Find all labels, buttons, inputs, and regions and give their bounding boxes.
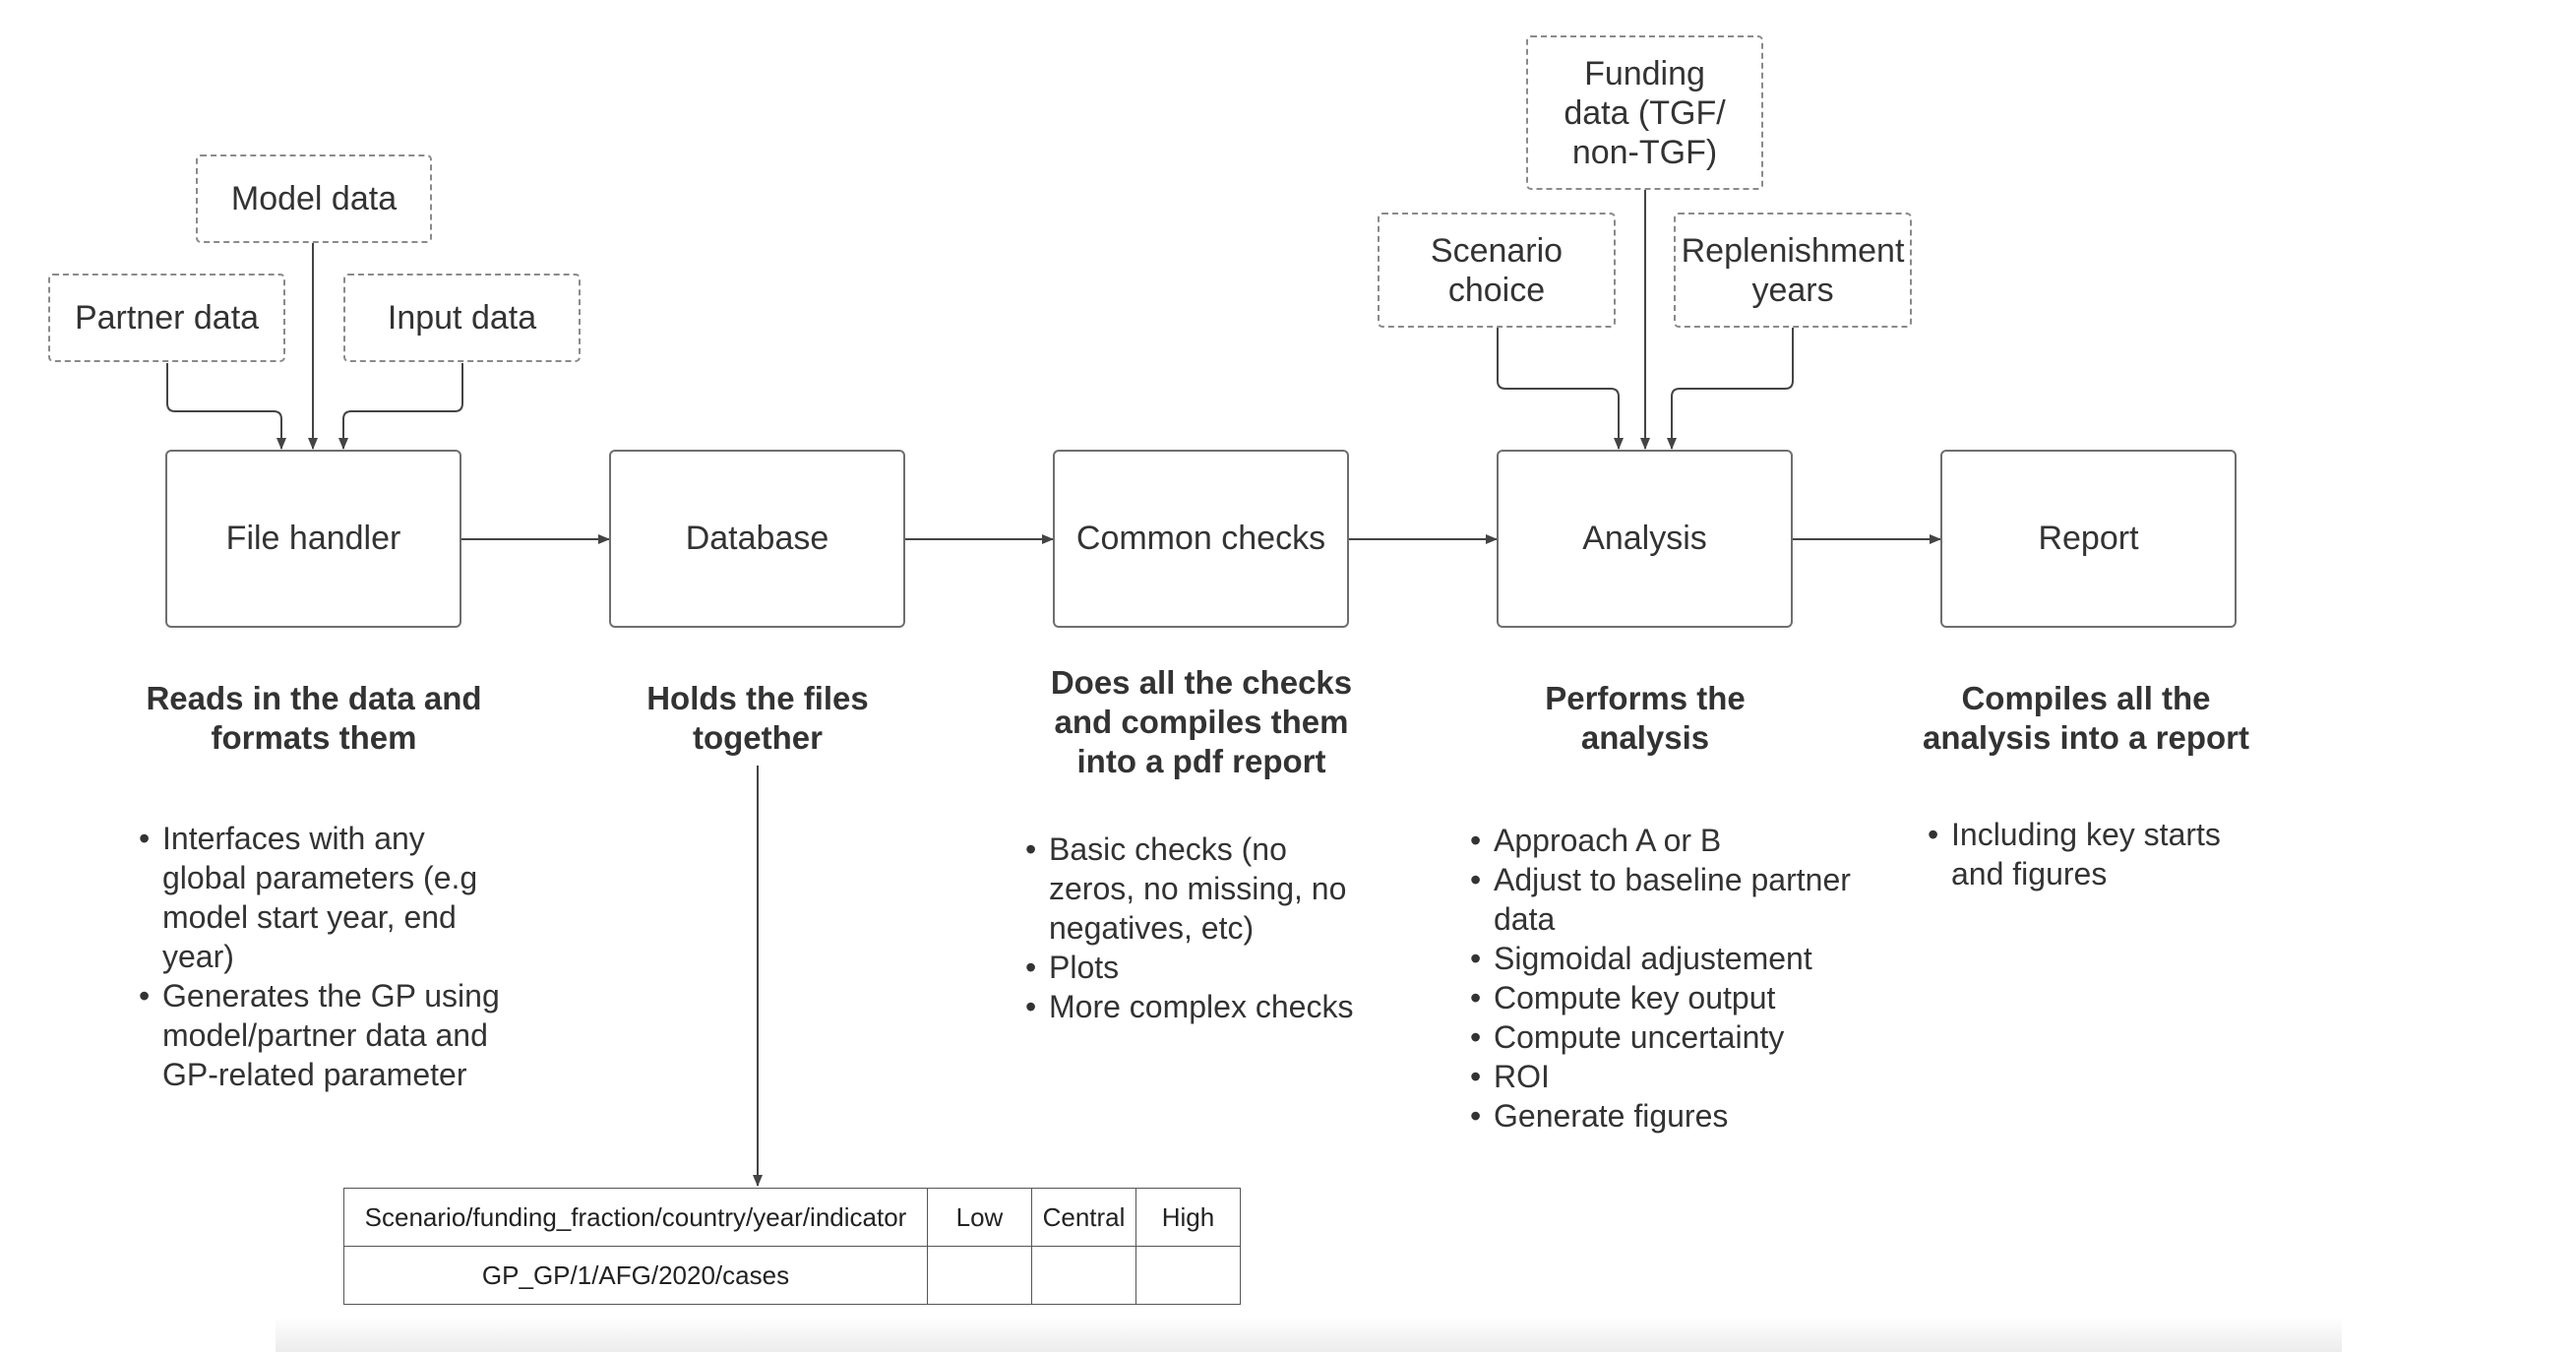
- database-box: Database: [609, 450, 905, 628]
- table-header-cell: Low: [927, 1188, 1032, 1247]
- table-header-cell: High: [1135, 1188, 1241, 1247]
- report-bullets: Including key starts and figures: [1928, 815, 2242, 893]
- report-heading: Compiles all the analysis into a report: [1923, 680, 2249, 756]
- table-cell: [927, 1246, 1032, 1305]
- input-data-label: Input data: [387, 299, 537, 337]
- model-data-label: Model data: [230, 180, 398, 217]
- table-header-cell: Scenario/funding_fraction/country/year/i…: [343, 1188, 928, 1247]
- file-handler-bullets: Interfaces with any global parameters (e…: [139, 819, 513, 1094]
- list-item: Plots: [1025, 948, 1370, 987]
- list-item: Including key starts and figures: [1928, 815, 2242, 893]
- list-item: Generates the GP using model/partner dat…: [139, 976, 513, 1094]
- list-item: More complex checks: [1025, 987, 1370, 1026]
- table-cell: GP_GP/1/AFG/2020/cases: [343, 1246, 928, 1305]
- analysis-bullets: Approach A or B Adjust to baseline partn…: [1470, 821, 1864, 1136]
- funding-data-input-box: Funding data (TGF/ non-TGF): [1526, 35, 1763, 190]
- list-item: Compute key output: [1470, 978, 1864, 1017]
- list-item: Generate figures: [1470, 1096, 1864, 1136]
- database-heading: Holds the files together: [646, 680, 869, 756]
- replenishment-years-input-box: Replenishment years: [1674, 213, 1912, 328]
- file-handler-label: File handler: [225, 520, 401, 557]
- model-data-input-box: Model data: [196, 154, 432, 243]
- analysis-box: Analysis: [1497, 450, 1793, 628]
- common-checks-label: Common checks: [1075, 520, 1326, 557]
- database-index-table: Scenario/funding_fraction/country/year/i…: [343, 1188, 1241, 1305]
- partner-data-label: Partner data: [74, 299, 260, 337]
- table-row: GP_GP/1/AFG/2020/cases: [343, 1246, 1241, 1305]
- analysis-label: Analysis: [1582, 520, 1707, 557]
- partner-data-input-box: Partner data: [48, 274, 285, 362]
- database-label: Database: [685, 520, 829, 557]
- table-cell: [1135, 1246, 1241, 1305]
- scenario-choice-label: Scenario choice: [1430, 231, 1564, 309]
- connector-replenishment-to-analysis: [1667, 328, 1794, 450]
- list-item: ROI: [1470, 1057, 1864, 1096]
- funding-data-label: Funding data (TGF/ non-TGF): [1564, 54, 1726, 171]
- list-item: Compute uncertainty: [1470, 1017, 1864, 1057]
- connector-scenario-to-analysis: [1497, 328, 1624, 450]
- common-checks-bullets: Basic checks (no zeros, no missing, no n…: [1025, 830, 1370, 1026]
- connector-input-to-file-handler: [338, 363, 463, 450]
- scenario-choice-input-box: Scenario choice: [1378, 213, 1616, 328]
- table-header-cell: Central: [1031, 1188, 1136, 1247]
- file-handler-heading: Reads in the data and formats them: [146, 680, 482, 756]
- common-checks-box: Common checks: [1053, 450, 1349, 628]
- bottom-shadow: [276, 1317, 2342, 1352]
- file-handler-box: File handler: [165, 450, 461, 628]
- connector-partner-to-file-handler: [166, 363, 286, 450]
- analysis-heading: Performs the analysis: [1545, 680, 1746, 756]
- table-header-row: Scenario/funding_fraction/country/year/i…: [343, 1188, 1241, 1247]
- list-item: Basic checks (no zeros, no missing, no n…: [1025, 830, 1370, 948]
- list-item: Sigmoidal adjustement: [1470, 939, 1864, 978]
- input-data-input-box: Input data: [343, 274, 581, 362]
- list-item: Approach A or B: [1470, 821, 1864, 860]
- table-cell: [1031, 1246, 1136, 1305]
- common-checks-heading: Does all the checks and compiles them in…: [1050, 664, 1353, 779]
- report-box: Report: [1940, 450, 2237, 628]
- list-item: Interfaces with any global parameters (e…: [139, 819, 513, 976]
- report-label: Report: [2038, 520, 2139, 557]
- list-item: Adjust to baseline partner data: [1470, 860, 1864, 939]
- replenishment-years-label: Replenishment years: [1681, 231, 1905, 309]
